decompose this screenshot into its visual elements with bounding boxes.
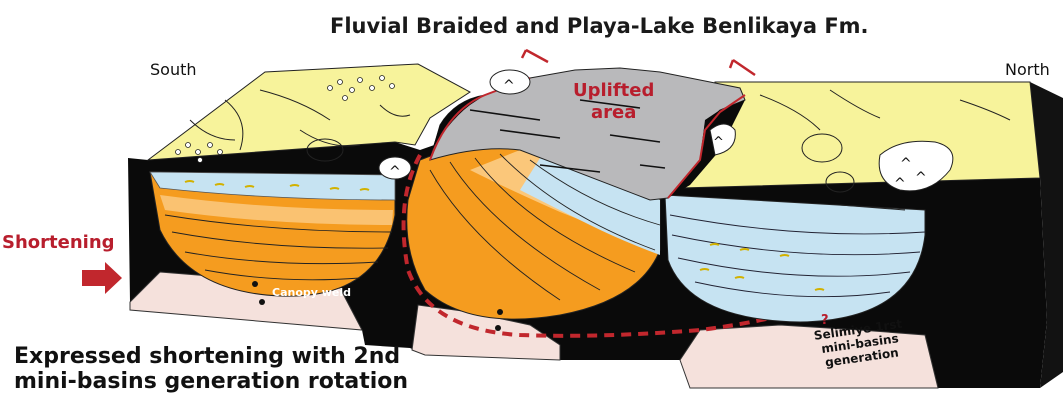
- svg-text:^: ^: [900, 156, 912, 172]
- weld-dot: [259, 299, 265, 305]
- shortening-label: Shortening: [2, 232, 115, 253]
- shortening-arrow-icon: [82, 262, 122, 294]
- weld-dot: [495, 325, 501, 331]
- weld-dot: [252, 281, 258, 287]
- caption-line-2: mini-basins generation rotation: [14, 369, 408, 394]
- weld-dot: [497, 309, 503, 315]
- diagram-title: Fluvial Braided and Playa-Lake Benlikaya…: [330, 14, 869, 38]
- svg-text:^: ^: [503, 78, 515, 94]
- expressed-shortening-caption: Expressed shortening with 2nd mini-basin…: [14, 344, 408, 394]
- north-label: North: [1005, 60, 1050, 79]
- svg-text:^: ^: [894, 176, 906, 192]
- uplifted-area-label: Uplifted area: [573, 80, 654, 124]
- svg-text:^: ^: [915, 170, 927, 186]
- south-label: South: [150, 60, 197, 79]
- canopy-weld-label: Canopy weld: [272, 286, 351, 299]
- question-mark-label: ?: [821, 313, 829, 328]
- svg-text:^: ^: [713, 135, 724, 150]
- caption-line-1: Expressed shortening with 2nd: [14, 344, 408, 369]
- uplifted-line-2: area: [573, 102, 654, 124]
- svg-text:^: ^: [389, 164, 401, 180]
- uplifted-line-1: Uplifted: [573, 80, 654, 102]
